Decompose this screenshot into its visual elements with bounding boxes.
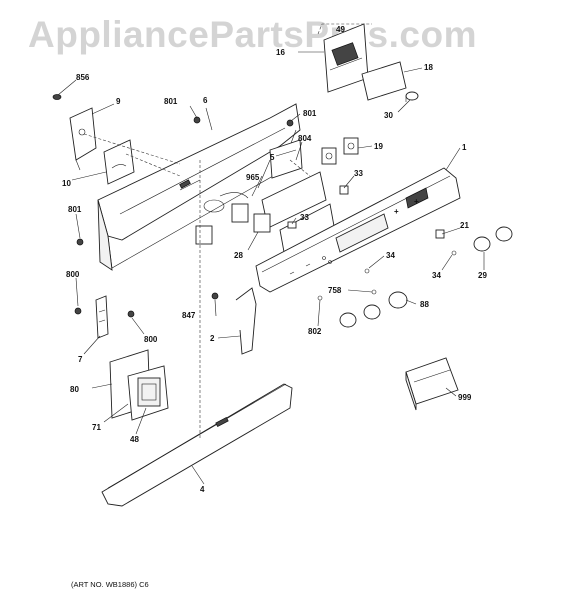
callout-801-a: 801 [164,97,178,106]
control-knobs [339,226,513,328]
callout-80: 80 [70,385,79,394]
svg-text:+: + [414,197,419,206]
control-panel-1: + + [255,167,461,293]
watermark: AppliancePartsPros.com [28,14,477,55]
bracket-7 [95,295,109,339]
callout-34-a: 34 [386,251,395,260]
callout-5: 5 [270,153,275,162]
callout-856: 856 [76,73,90,82]
svg-text:+: + [394,207,399,216]
callout-801-b: 801 [303,109,317,118]
callout-999: 999 [458,393,472,402]
callout-48: 48 [130,435,139,444]
assembly-lines [83,133,311,440]
callout-labels: 856 9 801 6 801 16 49 18 30 804 19 10 96… [62,25,487,494]
callout-801-c: 801 [68,205,82,214]
callout-6: 6 [203,96,208,105]
callout-16: 16 [276,48,285,57]
leader-lines [57,51,485,485]
bracket-2 [235,287,257,355]
callout-71: 71 [92,423,101,432]
side-bracket-9 [69,107,97,171]
hardware-box-999 [405,357,459,411]
callout-9: 9 [116,97,121,106]
callout-21: 21 [460,221,469,230]
callout-2: 2 [210,334,215,343]
screws [52,94,457,318]
infinite-switches [195,171,349,253]
callout-802: 802 [308,327,322,336]
side-bracket-10 [103,139,135,185]
knob-30 [405,91,419,102]
callout-800-a: 800 [66,270,80,279]
callout-10: 10 [62,179,71,188]
callout-30: 30 [384,111,393,120]
callout-19: 19 [374,142,383,151]
callout-29: 29 [478,271,487,280]
callout-758: 758 [328,286,342,295]
callout-7: 7 [78,355,83,364]
relay-assembly [109,349,169,421]
callout-847: 847 [182,311,196,320]
clock-timer-16 [317,23,372,93]
callout-965: 965 [246,173,260,182]
callout-33-a: 33 [354,169,363,178]
callout-4: 4 [200,485,205,494]
callout-49: 49 [336,25,345,34]
callout-33-b: 33 [300,213,309,222]
backsplash-housing [97,103,301,271]
callout-800-b: 800 [144,335,158,344]
lower-trim-4 [101,383,293,507]
art-number-caption: (ART NO. WB1886) C6 [71,580,149,589]
callout-28: 28 [234,251,243,260]
callout-804: 804 [298,134,312,143]
callout-1: 1 [462,143,467,152]
switches-19 [321,137,359,165]
callout-88: 88 [420,300,429,309]
lens-18 [361,61,407,101]
mounting-bracket-804 [269,139,303,179]
callout-18: 18 [424,63,433,72]
callout-34-b: 34 [432,271,441,280]
